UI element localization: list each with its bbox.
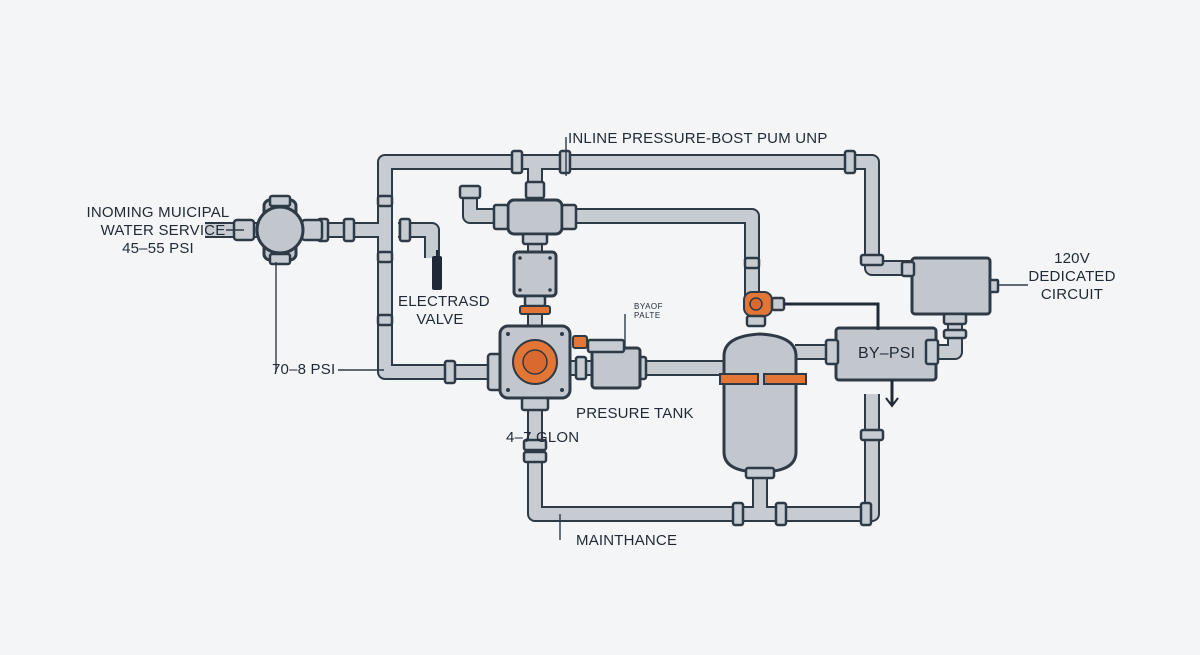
pipe-couplings	[316, 149, 968, 527]
pressure-tank	[719, 332, 807, 480]
electric-valve-label: ELECTRASD VALVE	[398, 293, 490, 329]
bypass-valve	[586, 314, 642, 390]
power-line-3: CIRCUIT	[1040, 286, 1104, 303]
tank-size-label: 4–7 GLON	[506, 429, 580, 446]
pump-upper-housing	[512, 250, 558, 315]
maintenance-label: MAINTHANCE	[576, 532, 678, 549]
inlet-shutoff-valve	[232, 194, 324, 266]
power-line-2: DEDICATED	[1028, 268, 1116, 285]
incoming-service-label: INOMING MUICIPAL WATER SERVICE 45–55 PSI	[74, 204, 242, 258]
outlet-psi-label: 70–8 PSI	[272, 361, 336, 378]
power-circuit-label: 120V DEDICATED CIRCUIT	[1024, 250, 1120, 304]
valve-line-1: ELECTRASD	[398, 293, 490, 310]
valve-line-2: VALVE	[416, 311, 464, 328]
bypass-plate-label: BYAOF PALTE	[634, 302, 663, 320]
bypass-line-1: BYAOF	[634, 302, 664, 311]
power-junction-box	[900, 256, 1000, 326]
pressure-switch	[743, 291, 786, 328]
incoming-line-2: WATER SERVICE	[100, 222, 226, 239]
incoming-line-3: 45–55 PSI	[122, 240, 194, 257]
incoming-line-1: INOMING MUICIPAL	[86, 204, 230, 221]
electric-valve-coil	[432, 250, 442, 290]
pressure-tank-label: PRESURE TANK	[576, 405, 694, 422]
upper-tee-fitting	[458, 180, 578, 246]
boost-pump	[486, 324, 588, 412]
leader-lines	[226, 137, 1028, 540]
controller-box	[784, 302, 940, 408]
power-line-1: 120V	[1054, 250, 1090, 267]
controller-label: BY–PSI	[858, 345, 916, 362]
pump-title-label: INLINE PRESSURE-BOST PUM UNP	[568, 130, 828, 147]
bypass-line-2: PALTE	[634, 311, 661, 320]
